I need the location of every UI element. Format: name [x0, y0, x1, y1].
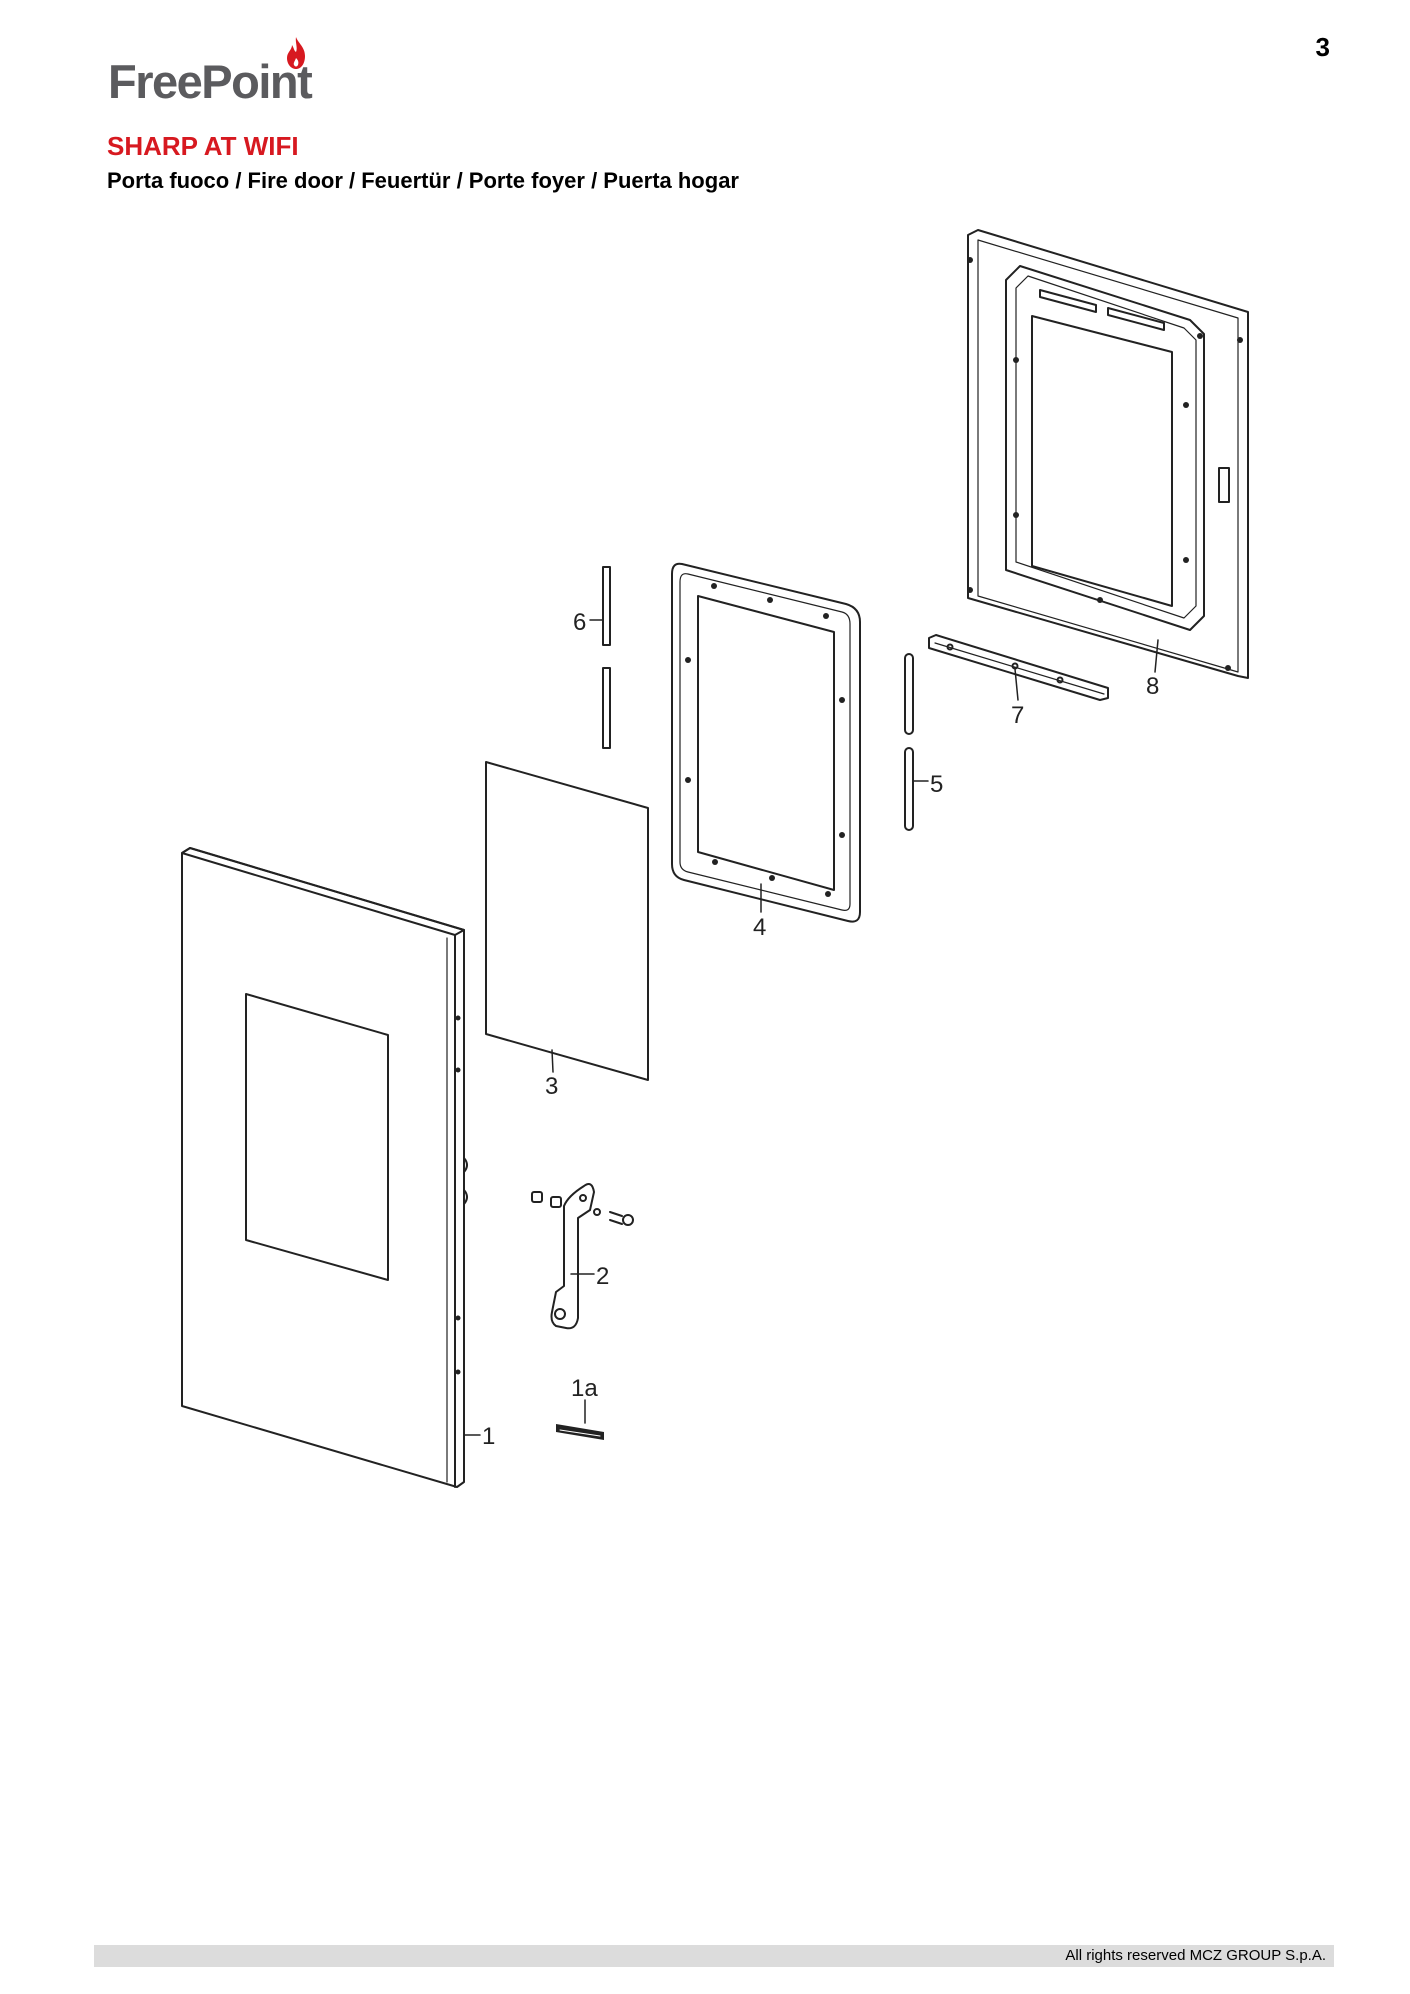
- callout-2: 2: [596, 1263, 609, 1290]
- copyright-notice: All rights reserved MCZ GROUP S.p.A.: [1065, 1947, 1326, 1964]
- part-8-rear-frame: [967, 229, 1249, 679]
- section-subtitle: Porta fuoco / Fire door / Feuertür / Por…: [107, 168, 739, 193]
- part-1-front-door: [181, 847, 481, 1488]
- callout-labels: 1 1a 2 3 4 5 6 7 8: [482, 609, 1159, 1450]
- callout-6: 6: [573, 609, 586, 636]
- callout-1a: 1a: [571, 1375, 598, 1402]
- part-1a-badge: [556, 1399, 604, 1440]
- part-7-strip: [928, 634, 1109, 701]
- brand-logo: FreePoint: [108, 36, 348, 108]
- part-4-gasket-frame: [671, 562, 861, 923]
- part-6-gasket-strips: [589, 566, 611, 749]
- page-number: 3: [1315, 32, 1330, 62]
- flame-icon: [287, 37, 305, 69]
- callout-1: 1: [482, 1423, 495, 1450]
- footer-bar: All rights reserved MCZ GROUP S.p.A.: [94, 1945, 1334, 1967]
- part-2-latch-bracket: [531, 1183, 634, 1330]
- callout-5: 5: [930, 771, 943, 798]
- callout-7: 7: [1011, 702, 1024, 729]
- part-5-pins: [904, 653, 929, 831]
- callout-4: 4: [753, 914, 766, 941]
- model-title: SHARP AT WIFI: [107, 131, 299, 161]
- callout-8: 8: [1146, 673, 1159, 700]
- brand-name: FreePoint: [108, 55, 313, 108]
- part-3-glass-panel: [485, 761, 649, 1081]
- callout-3: 3: [545, 1073, 558, 1100]
